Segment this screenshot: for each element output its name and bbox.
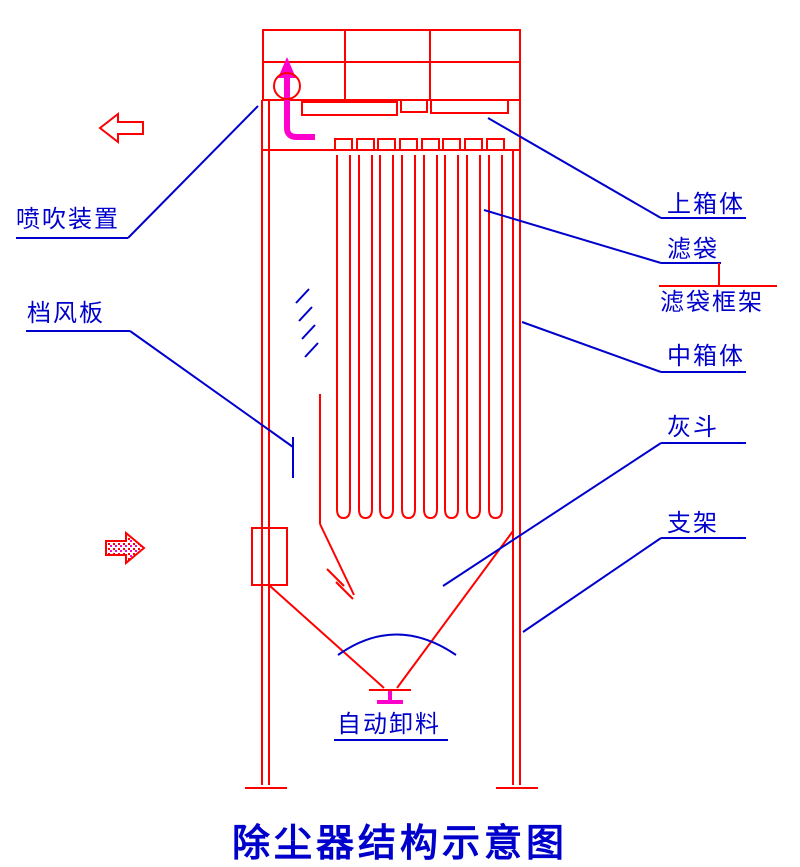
label-middle-box: 中箱体 [667,343,745,370]
outlet-arrow-icon [98,111,144,145]
material-arc [337,633,457,656]
flow-dashes [292,288,319,478]
label-auto-discharge: 自动卸料 [337,711,441,738]
filter-bags [334,138,505,520]
label-support-frame: 支架 [667,510,719,537]
pulse-arrow-icon [278,57,296,97]
upper-box [262,29,521,101]
leader-lines [16,105,777,741]
casing-walls [261,100,521,785]
label-filter-bag: 滤袋 [667,236,719,263]
label-upper-box: 上箱体 [667,191,745,218]
baffle-plate-lines [319,394,355,600]
label-ash-hopper: 灰斗 [667,414,719,441]
hopper [269,530,514,689]
discharge-valve [369,689,411,704]
label-bag-cage: 滤袋框架 [660,289,764,316]
label-blow-device: 喷吹装置 [16,206,120,233]
pulse-pipe [273,57,315,140]
page-title: 除尘器结构示意图 [231,823,568,865]
inlet-arrow-icon [105,530,146,566]
inlet-box [251,527,288,586]
label-baffle-plate: 档风板 [27,300,105,327]
